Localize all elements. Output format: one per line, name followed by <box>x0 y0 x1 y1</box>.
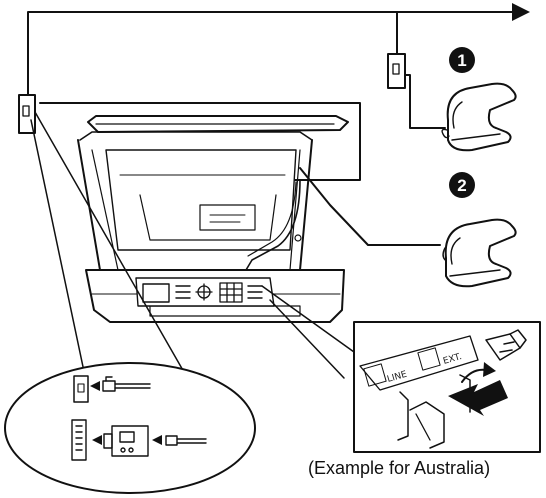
caption-example-region: (Example for Australia) <box>308 458 544 479</box>
extension-telephone-2 <box>446 220 516 287</box>
callout-number-1: 1 <box>457 51 466 70</box>
arrow-to-network-icon <box>512 3 530 21</box>
callout-badge-1: 1 <box>449 47 475 73</box>
callout-number-2: 2 <box>457 176 466 195</box>
control-panel <box>136 278 274 306</box>
wall-socket-zoom <box>5 363 255 493</box>
jack-panel-zoom: LINE EXT. <box>354 322 540 452</box>
wall-socket-upper-right <box>388 54 405 88</box>
callout-badge-2: 2 <box>449 172 475 198</box>
extension-telephone-1 <box>442 84 515 151</box>
